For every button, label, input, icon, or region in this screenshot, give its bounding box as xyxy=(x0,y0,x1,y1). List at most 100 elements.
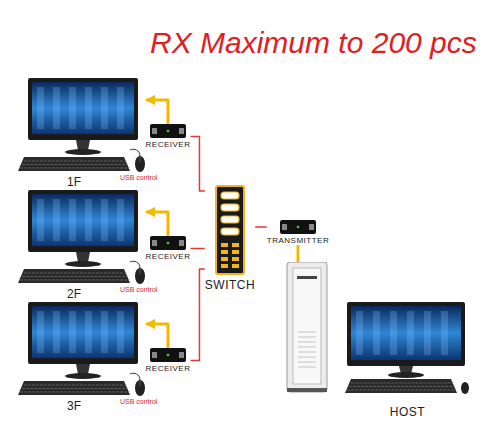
switch-slot xyxy=(221,228,239,235)
pc-vent xyxy=(298,347,316,348)
pc-front xyxy=(293,268,321,384)
usb-note: USB control xyxy=(120,398,157,405)
screen-rack xyxy=(37,311,44,353)
screen-rack xyxy=(53,87,60,129)
pc-drive xyxy=(297,276,317,279)
network-cable xyxy=(190,248,204,250)
monitor-frame xyxy=(347,302,465,366)
screen-rack xyxy=(101,199,108,241)
host-computer: HOST xyxy=(285,262,470,419)
keyboard-keys xyxy=(349,386,455,387)
workstation-icon xyxy=(18,302,146,398)
extender-port xyxy=(282,224,287,230)
extender-led xyxy=(167,242,170,245)
keyboard-keys xyxy=(20,168,129,169)
monitor-stand xyxy=(76,252,90,262)
extender-led xyxy=(167,354,170,357)
keyboard-keys xyxy=(20,392,129,393)
node-label: RECEIVER xyxy=(146,364,191,373)
screen-rack xyxy=(101,87,108,129)
extender-box xyxy=(150,348,186,362)
mouse-button xyxy=(140,381,141,386)
monitor-stand xyxy=(76,364,90,374)
workstation-icon xyxy=(18,78,146,174)
keyboard xyxy=(18,157,130,171)
receiver-box-icon xyxy=(150,236,186,250)
video-cable xyxy=(296,245,299,262)
keyboard-keys xyxy=(351,383,453,384)
monitor-screen xyxy=(32,82,134,134)
receiver-box-icon xyxy=(150,348,186,362)
switch-port xyxy=(232,250,239,254)
extender-port xyxy=(152,352,157,358)
extender-box xyxy=(280,220,316,234)
switch-box-icon xyxy=(215,185,245,275)
workstation: 2F xyxy=(18,190,146,301)
mouse-cord xyxy=(130,149,140,156)
node-label: RECEIVER xyxy=(146,252,191,261)
screen-rack xyxy=(85,199,92,241)
pc-vent xyxy=(298,342,316,343)
video-cable xyxy=(146,100,168,124)
pc-vent xyxy=(298,367,316,368)
pc-vent xyxy=(298,357,316,358)
switch-port xyxy=(232,257,239,261)
switch-port xyxy=(221,257,228,261)
screen-rack xyxy=(37,199,44,241)
screen-rack xyxy=(85,311,92,353)
mouse xyxy=(135,156,145,172)
keyboard-keys xyxy=(24,161,126,162)
extender-box xyxy=(150,236,186,250)
keyboard-keys xyxy=(22,164,128,165)
mouse xyxy=(135,268,145,284)
switch-slot xyxy=(221,216,239,223)
screen-rack xyxy=(373,311,380,355)
receiver-box: RECEIVER xyxy=(146,348,191,373)
keyboard-keys xyxy=(24,385,126,386)
mouse-button xyxy=(140,269,141,274)
screen-rack xyxy=(407,311,414,355)
keyboard-keys xyxy=(20,280,129,281)
keyboard-keys xyxy=(22,276,128,277)
pc-vent xyxy=(298,337,316,338)
pc-tower xyxy=(287,262,327,392)
transmitter-box-icon xyxy=(280,220,316,234)
extender-box xyxy=(150,124,186,138)
screen-rack xyxy=(69,311,76,353)
workstation: 1F xyxy=(18,78,146,189)
pc-base xyxy=(287,388,327,392)
monitor-stand xyxy=(76,140,90,150)
screen-rack xyxy=(69,199,76,241)
screen-rack xyxy=(37,87,44,129)
monitor-screen xyxy=(32,306,134,358)
extender-port xyxy=(152,240,157,246)
extender-led xyxy=(297,226,300,229)
switch-port xyxy=(232,243,239,247)
screen-rack xyxy=(424,311,431,355)
switch-port xyxy=(221,243,228,247)
screen-rack xyxy=(117,311,124,353)
usb-note: USB control xyxy=(120,286,157,293)
video-cable xyxy=(146,324,168,348)
node-label: RECEIVER xyxy=(146,140,191,149)
keyboard-keys xyxy=(24,273,126,274)
extender-port xyxy=(309,224,314,230)
switch-port xyxy=(221,250,228,254)
usb-note: USB control xyxy=(120,174,157,181)
network-cable xyxy=(190,269,204,361)
mouse-button xyxy=(140,157,141,162)
network-cable xyxy=(190,137,204,192)
keyboard-keys xyxy=(22,388,128,389)
pc-vent xyxy=(298,332,316,333)
workstation: 3F xyxy=(18,302,146,413)
screen-rack xyxy=(117,199,124,241)
receiver-box: RECEIVER xyxy=(146,236,191,261)
mouse-cord xyxy=(130,373,140,380)
monitor-screen xyxy=(351,306,461,360)
video-cable xyxy=(146,212,168,236)
keyboard xyxy=(345,379,457,393)
keyboard xyxy=(18,269,130,283)
workstation-icon xyxy=(18,190,146,286)
monitor-base xyxy=(388,372,424,378)
extender-led xyxy=(167,130,170,133)
